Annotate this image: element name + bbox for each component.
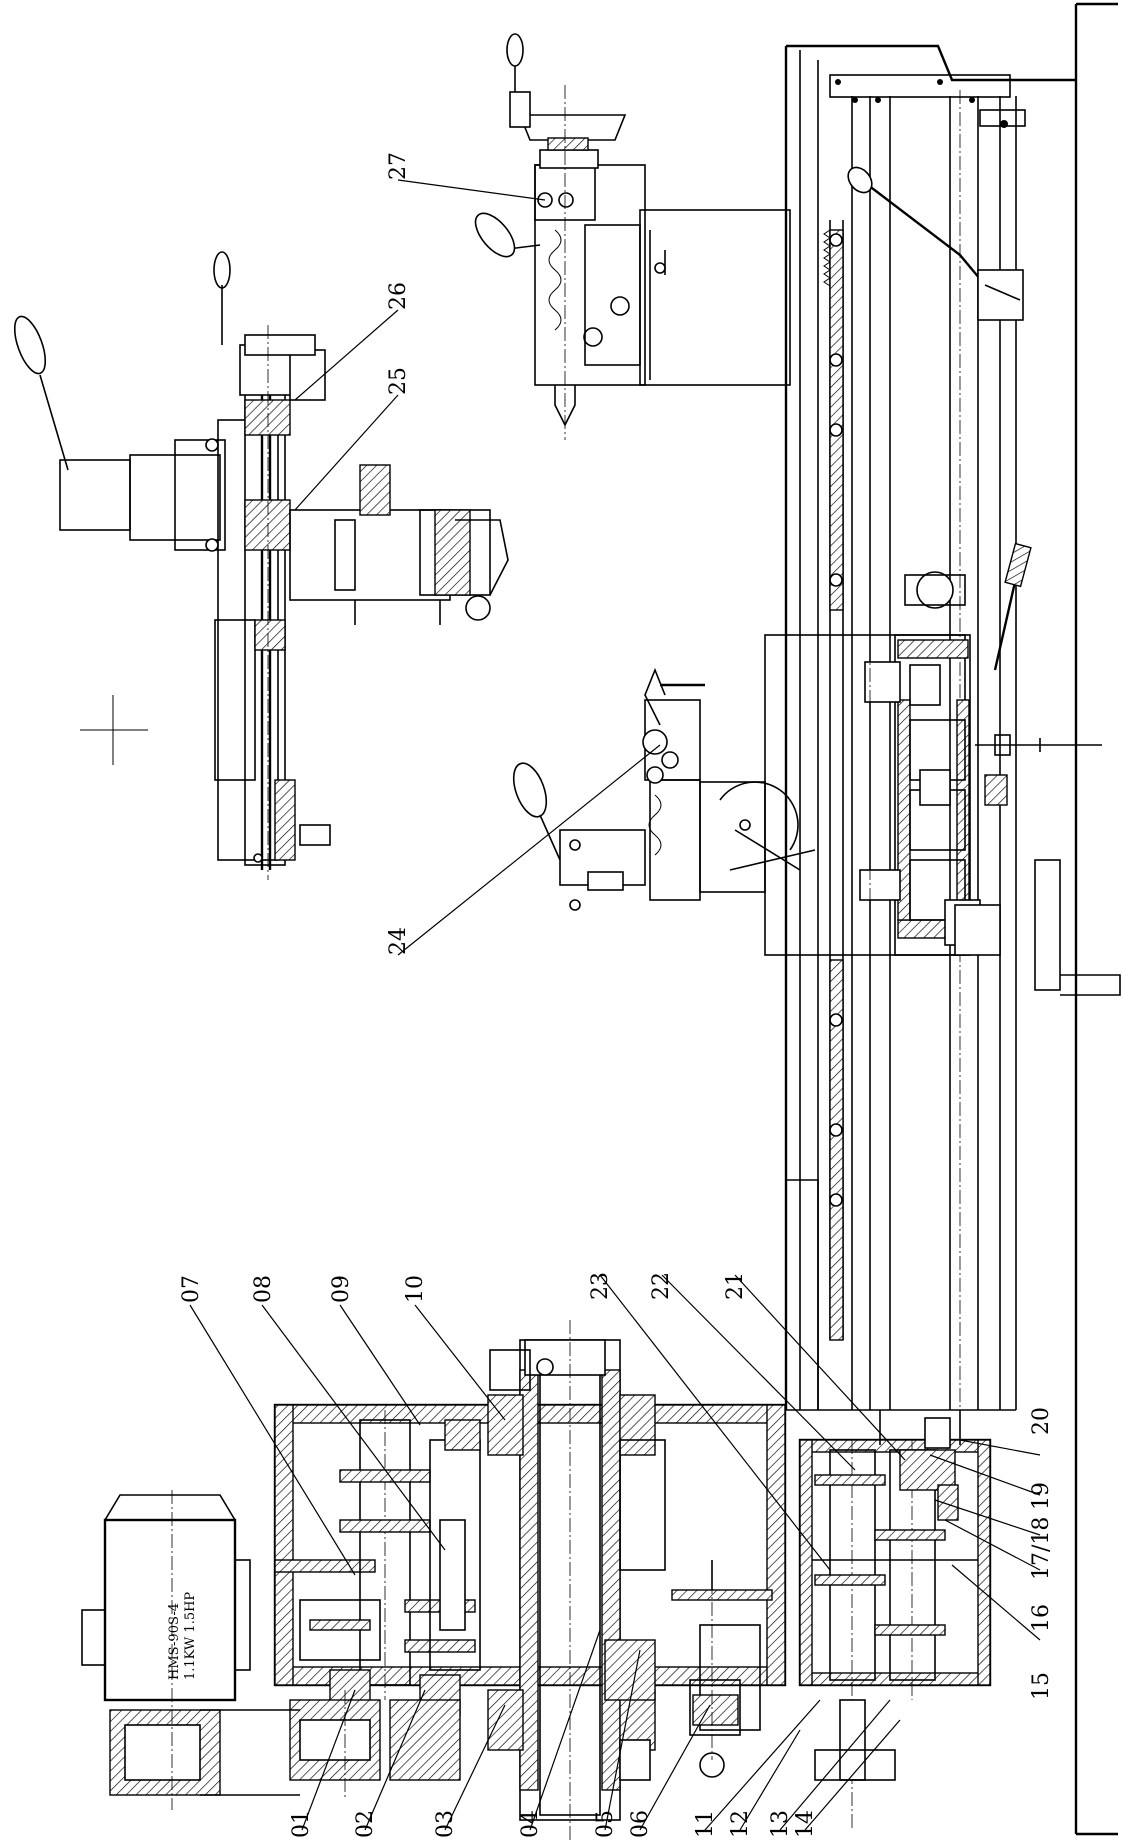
- callout-19: 19: [1029, 1482, 1054, 1510]
- callout-12: 12: [728, 1810, 753, 1838]
- motor-model-label: HMS-90S-4: [167, 1603, 182, 1680]
- headstock: [273, 1320, 787, 1840]
- callout-22: 22: [649, 1272, 674, 1300]
- callout-20: 20: [1029, 1407, 1054, 1435]
- callout-09: 09: [329, 1275, 354, 1303]
- callout-11: 11: [693, 1810, 718, 1838]
- callout-04: 04: [518, 1810, 543, 1838]
- callout-07: 07: [179, 1275, 204, 1303]
- callout-27: 27: [386, 152, 411, 180]
- callout-05: 05: [593, 1810, 618, 1838]
- callout-26: 26: [386, 282, 411, 310]
- callout-13: 13: [768, 1810, 793, 1838]
- motor-rating-label: 1.1KW 1.5HP: [183, 1592, 198, 1680]
- rack-bolts: [829, 233, 843, 1207]
- machine-base: [1074, 2, 1118, 1836]
- callout-10: 10: [403, 1275, 428, 1303]
- pulleys: [109, 1690, 461, 1800]
- feed-gearbox: [798, 1410, 992, 1830]
- callout-23: 23: [588, 1272, 613, 1300]
- callout-02: 02: [353, 1810, 378, 1838]
- callout-24: 24: [386, 927, 411, 955]
- callout-16: 16: [1029, 1604, 1054, 1632]
- callout-15: 15: [1029, 1672, 1054, 1700]
- callout-08: 08: [251, 1275, 276, 1303]
- callout-21: 21: [723, 1272, 748, 1300]
- leader-lines: [189, 179, 1041, 1831]
- tailstock: [474, 33, 791, 440]
- callout-25: 25: [386, 367, 411, 395]
- callout-17-18: 17/18: [1029, 1517, 1054, 1580]
- callout-numbers: 01 02 03 04 05 06 07 08 09 10 11 12 13 1…: [179, 152, 1054, 1838]
- callout-14: 14: [793, 1810, 818, 1838]
- callout-06: 06: [628, 1810, 653, 1838]
- callout-01: 01: [289, 1810, 314, 1838]
- compound-slide: [13, 251, 509, 880]
- callout-03: 03: [433, 1810, 458, 1838]
- carriage-apron: [512, 542, 1121, 996]
- lathe-bed: [784, 44, 1076, 1420]
- motor: HMS-90S-4 1.1KW 1.5HP: [81, 1490, 251, 1810]
